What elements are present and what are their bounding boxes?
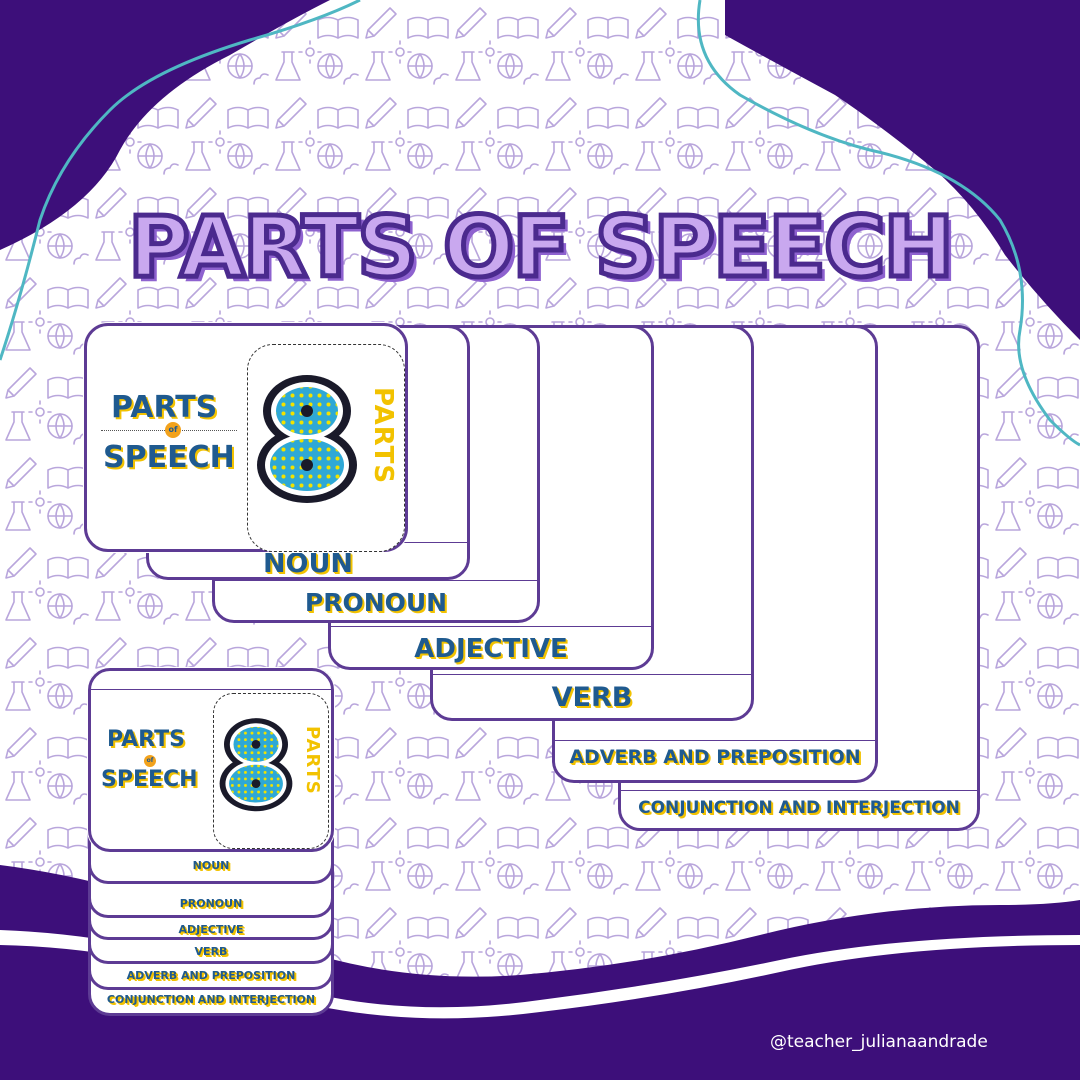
tab-label: ADVERB AND PREPOSITION	[569, 746, 861, 768]
mini-tab-label: ADVERB AND PREPOSITION	[126, 969, 296, 982]
tab-label: NOUN	[262, 548, 354, 579]
mini-tab-label: CONJUNCTION AND INTERJECTION	[106, 993, 316, 1006]
numeral-frame: PARTS	[247, 344, 405, 552]
tab-divider	[433, 674, 751, 675]
mini-book-cover[interactable]: PARTS of SPEECH	[88, 668, 334, 852]
mini-tab-label: VERB	[194, 945, 228, 958]
mini-logo-side-parts: PARTS	[302, 726, 323, 795]
tab-label: CONJUNCTION AND INTERJECTION	[638, 798, 960, 818]
logo-speech: SPEECH	[103, 440, 235, 475]
eight-badge-icon	[257, 375, 357, 503]
mini-cover-top-line	[91, 689, 331, 690]
tab-divider	[555, 740, 875, 741]
mini-logo-of-badge: of	[144, 755, 156, 767]
tab-divider	[331, 626, 651, 627]
mini-tab-label: ADJECTIVE	[178, 923, 244, 936]
tab-divider	[621, 790, 977, 791]
mini-logo-speech: SPEECH	[101, 767, 198, 792]
mini-tab-label: NOUN	[192, 859, 230, 872]
tab-label: ADJECTIVE	[414, 634, 568, 664]
logo-of-badge: of	[165, 422, 181, 438]
tab-divider	[215, 580, 537, 581]
page-title: PARTS OF SPEECH	[126, 196, 957, 299]
logo-parts: PARTS	[111, 390, 218, 425]
tab-label: VERB	[551, 682, 633, 713]
mini-tab-label: PRONOUN	[179, 897, 243, 910]
book-cover[interactable]: PARTS of SPEECH	[84, 323, 408, 552]
mini-logo-parts: PARTS	[107, 727, 185, 752]
tab-label: PRONOUN	[304, 588, 448, 617]
logo-side-parts: PARTS	[368, 387, 398, 485]
author-credit: @teacher_julianaandrade	[770, 1032, 988, 1052]
mini-eight-badge-icon	[219, 718, 293, 812]
mini-numeral-frame: PARTS	[213, 693, 329, 849]
